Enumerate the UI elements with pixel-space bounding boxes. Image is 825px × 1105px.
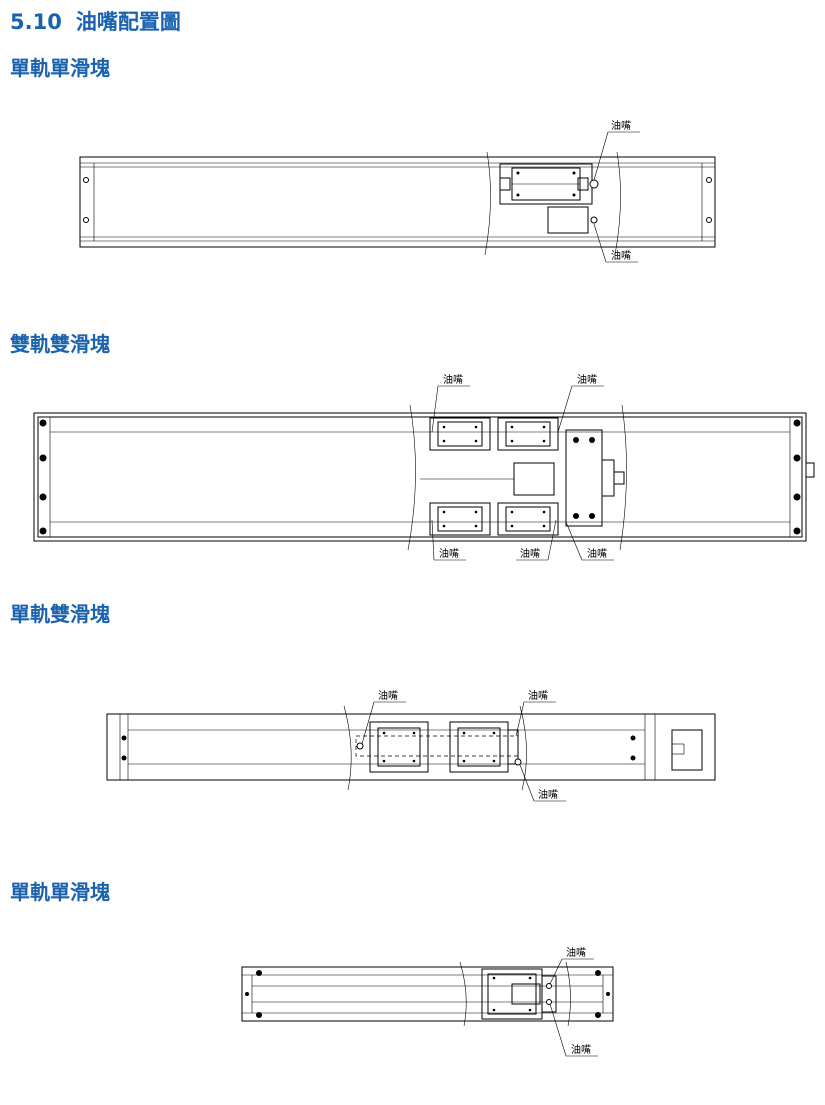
heading-single-rail-double-block: 單軌雙滑塊 <box>10 602 110 626</box>
callout-label: 油嘴 <box>439 547 459 560</box>
callout-label: 油嘴 <box>520 547 540 560</box>
callout-label: 油嘴 <box>528 689 548 702</box>
callout-label: 油嘴 <box>611 249 631 262</box>
heading-single-rail-single-block-2: 單軌單滑塊 <box>10 880 110 904</box>
drawing-single-rail-single-block: 油嘴 油嘴 <box>79 119 716 263</box>
section-number: 5.10 <box>10 10 62 34</box>
callout-label: 油嘴 <box>587 547 607 560</box>
callout-label: 油嘴 <box>611 119 631 132</box>
callout-label: 油嘴 <box>577 373 597 386</box>
page-title: 5.10 油嘴配置圖 <box>10 6 181 36</box>
callout-label: 油嘴 <box>571 1043 591 1056</box>
drawing-single-rail-single-block-2: 油嘴 油嘴 <box>241 946 614 1057</box>
callout-label: 油嘴 <box>378 689 398 702</box>
drawing-single-rail-double-block: 油嘴 油嘴 油嘴 <box>106 689 716 802</box>
callout-label: 油嘴 <box>538 788 558 801</box>
heading-single-rail-single-block: 單軌單滑塊 <box>10 56 110 80</box>
section-title: 油嘴配置圖 <box>75 10 181 34</box>
callout-label: 油嘴 <box>443 373 463 386</box>
heading-double-rail-double-block: 雙軌雙滑塊 <box>10 332 110 356</box>
drawing-double-rail-double-block: 油嘴 油嘴 油嘴 油嘴 油嘴 <box>33 373 815 561</box>
callout-label: 油嘴 <box>566 946 586 959</box>
